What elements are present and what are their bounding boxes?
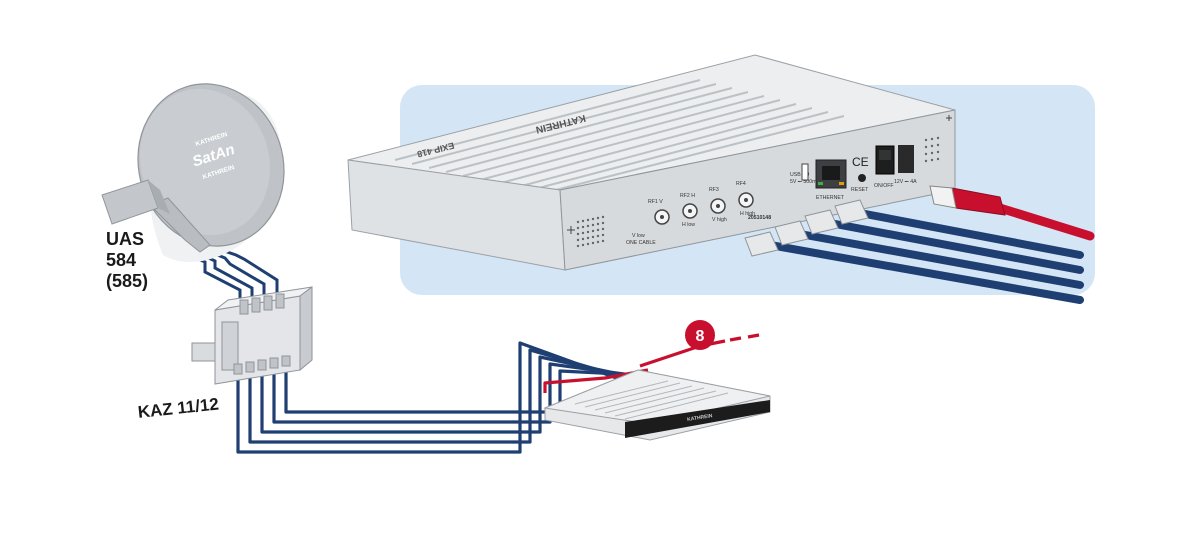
power-spec-label: 12V ⎓ 4A <box>894 179 917 185</box>
vent-left <box>576 215 605 248</box>
dish-model-label: UAS <box>106 229 145 249</box>
lan-continuation-dash <box>729 333 760 342</box>
receiver-small: KATHREIN <box>543 369 771 441</box>
dish-alt-number-label: (585) <box>106 271 149 291</box>
count-badge-text: 8 <box>696 328 705 345</box>
rf1-sub: V low <box>632 233 645 239</box>
reset-button <box>858 174 866 182</box>
satellite-dish: KATHREIN SatAn KATHREIN <box>101 83 285 263</box>
receiver-large: KATHREIN EXIP 418 <box>347 54 1095 304</box>
serial-label: 20510148 <box>748 215 771 221</box>
dish-number-label: 584 <box>106 250 137 270</box>
rf4-sub: H high <box>740 211 755 217</box>
rf1-label: RF1 V <box>648 199 663 205</box>
reset-label: RESET <box>851 187 869 193</box>
one-cable-label: ONE CABLE <box>626 240 656 246</box>
rf2-sub: H low <box>682 222 695 228</box>
coax-to-large-receiver <box>744 199 1084 304</box>
rf3-label: RF3 <box>709 187 719 193</box>
ce-mark: CE <box>852 155 869 169</box>
lnb-block <box>101 179 159 225</box>
vent-right <box>924 136 940 163</box>
usb-sub: 5V ⎓ 500mA <box>790 179 820 185</box>
crosshair-marks <box>567 115 952 234</box>
lan-cable-large <box>929 185 1095 241</box>
rf2-label: RF2 H <box>680 193 695 199</box>
rf4-label: RF4 <box>736 181 746 187</box>
rf3-sub: V high <box>712 217 727 223</box>
count-badge: 8 <box>685 320 715 350</box>
multiswitch <box>191 286 313 385</box>
usb-port <box>801 163 809 181</box>
heatsink-fins <box>394 79 845 193</box>
rf-connectors <box>654 192 754 225</box>
usb-label: USB 2.0 <box>790 172 809 178</box>
ethernet-label: ETHERNET <box>816 195 845 201</box>
receiver-small-front <box>625 400 770 438</box>
onoff-label: ON/OFF <box>874 183 894 189</box>
receiver-small-brand: KATHREIN <box>687 413 713 423</box>
